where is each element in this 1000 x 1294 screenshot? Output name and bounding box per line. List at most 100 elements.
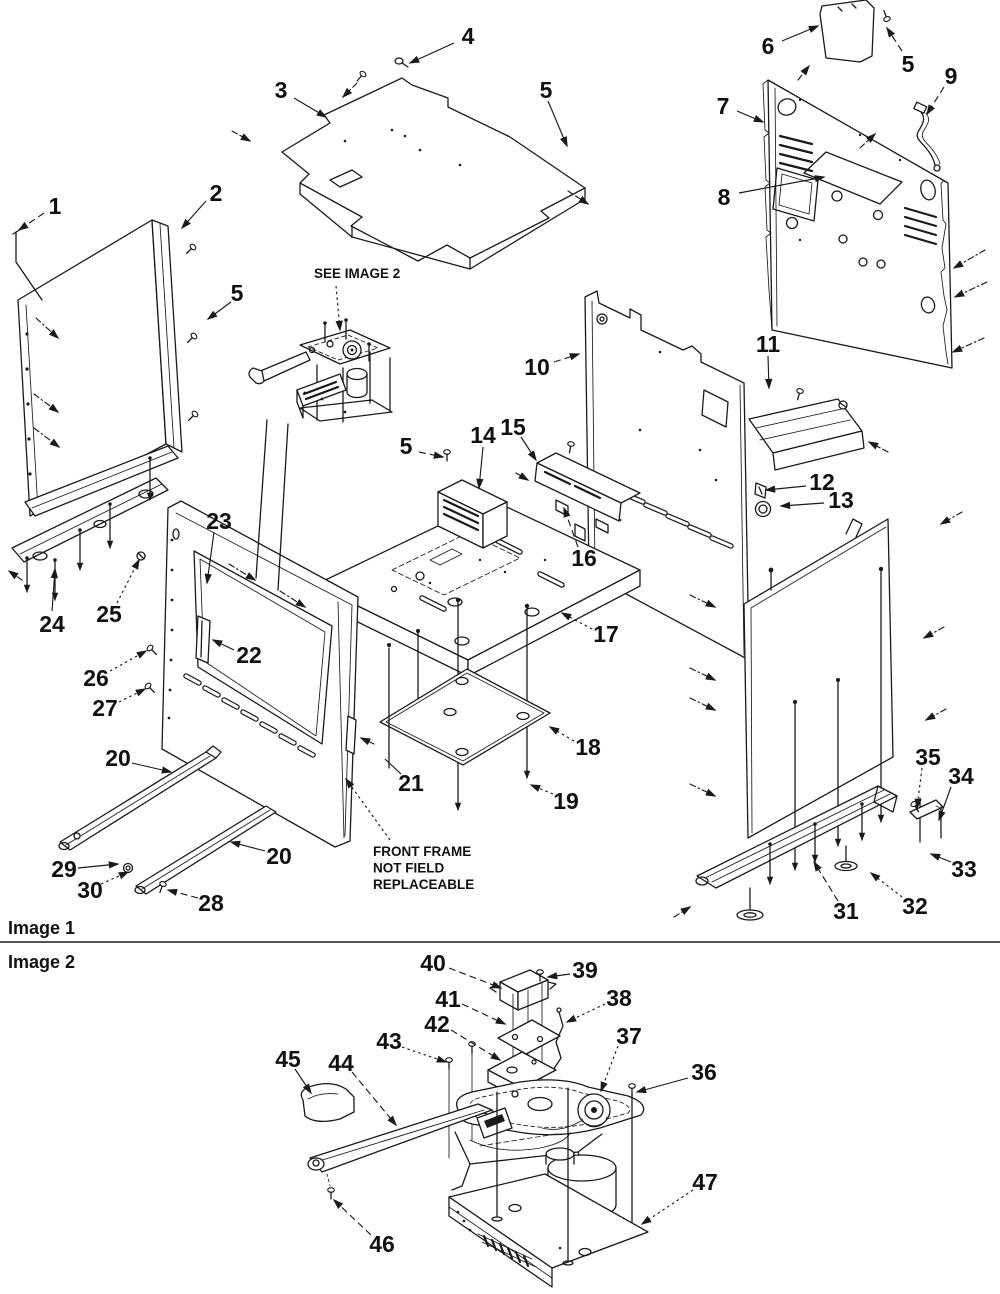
clip-and-grommet-drawing bbox=[754, 482, 772, 518]
part-callout-42: 42 bbox=[424, 1011, 450, 1037]
leader-line bbox=[765, 355, 773, 390]
leader-line bbox=[131, 762, 173, 774]
part-callout-36: 36 bbox=[691, 1059, 717, 1085]
leader-line bbox=[448, 967, 503, 989]
leader-line bbox=[563, 506, 579, 548]
part-callout-22: 22 bbox=[236, 642, 262, 668]
part-callout-46: 46 bbox=[369, 1231, 395, 1257]
leader-line bbox=[600, 1045, 619, 1093]
leader-line bbox=[461, 1003, 507, 1025]
part-callout-12: 12 bbox=[809, 469, 835, 495]
part-callout-8: 8 bbox=[718, 184, 731, 210]
part-callout-30: 30 bbox=[77, 877, 103, 903]
part-callout-15: 15 bbox=[500, 414, 526, 440]
leader-line bbox=[565, 1003, 606, 1023]
side-panel-left-drawing bbox=[12, 219, 200, 517]
base-rail-right-drawing bbox=[673, 785, 944, 921]
door-latch-mini-drawing bbox=[248, 318, 393, 591]
part-callout-34: 34 bbox=[948, 763, 974, 789]
part-callout-32: 32 bbox=[902, 893, 928, 919]
part-callout-6: 6 bbox=[762, 33, 775, 59]
leader-line bbox=[813, 860, 839, 902]
leader-line bbox=[294, 1068, 312, 1095]
leader-line bbox=[345, 777, 391, 841]
part-callout-40: 40 bbox=[420, 950, 446, 976]
leader-line bbox=[332, 1198, 372, 1236]
leader-line bbox=[635, 1077, 689, 1094]
part-callout-16: 16 bbox=[571, 545, 597, 571]
part-callout-37: 37 bbox=[616, 1023, 642, 1049]
side-shelf-drawing bbox=[748, 387, 889, 471]
part-callout-23: 23 bbox=[206, 508, 232, 534]
part-callout-3: 3 bbox=[275, 77, 288, 103]
part-callout-14: 14 bbox=[470, 422, 496, 448]
leader-line bbox=[926, 86, 945, 116]
part-callout-45: 45 bbox=[275, 1046, 301, 1072]
leader-line bbox=[869, 872, 903, 898]
see-image-2-note: SEE IMAGE 2 bbox=[314, 266, 400, 281]
part-callout-7: 7 bbox=[717, 93, 730, 119]
part-callout-9: 9 bbox=[945, 63, 958, 89]
leader-line bbox=[553, 353, 581, 363]
side-panel-right-drawing bbox=[689, 511, 963, 871]
part-callout-21: 21 bbox=[398, 770, 424, 796]
part-callout-33: 33 bbox=[951, 856, 977, 882]
part-callout-38: 38 bbox=[606, 985, 632, 1011]
part-callout-5: 5 bbox=[231, 280, 244, 306]
part-callout-20: 20 bbox=[266, 843, 292, 869]
part-callout-13: 13 bbox=[828, 487, 854, 513]
leader-line bbox=[17, 212, 45, 231]
part-callout-18: 18 bbox=[575, 734, 601, 760]
leader-line bbox=[180, 200, 207, 230]
part-callout-43: 43 bbox=[376, 1028, 402, 1054]
leader-line bbox=[206, 301, 232, 320]
part-callout-17: 17 bbox=[593, 621, 619, 647]
part-callout-5: 5 bbox=[902, 51, 915, 77]
leader-line bbox=[938, 786, 952, 822]
leader-line bbox=[929, 853, 952, 863]
leader-line bbox=[529, 784, 554, 795]
part-callout-27: 27 bbox=[92, 695, 118, 721]
part-callout-2: 2 bbox=[210, 180, 223, 206]
part-callout-25: 25 bbox=[96, 601, 122, 627]
part-callout-39: 39 bbox=[572, 957, 598, 983]
oven-rack-rails-drawing bbox=[58, 745, 277, 895]
leader-line bbox=[781, 25, 820, 42]
part-callout-24: 24 bbox=[39, 611, 65, 637]
leader-line bbox=[229, 840, 266, 852]
leader-line bbox=[476, 446, 484, 490]
leader-line bbox=[408, 42, 455, 64]
part-callout-28: 28 bbox=[198, 890, 224, 916]
leader-line bbox=[351, 1071, 398, 1127]
leader-line bbox=[401, 1046, 448, 1063]
part-callout-19: 19 bbox=[553, 788, 579, 814]
part-callout-4: 4 bbox=[462, 23, 475, 49]
leader-line bbox=[50, 567, 59, 612]
leader-line bbox=[640, 1189, 694, 1225]
door-latch-assembly-drawing bbox=[300, 969, 649, 1288]
part-callout-1: 1 bbox=[49, 193, 62, 219]
vent-duct-drawing bbox=[437, 449, 508, 549]
part-callout-31: 31 bbox=[833, 898, 859, 924]
leader-line bbox=[293, 97, 328, 118]
leader-line bbox=[886, 26, 903, 52]
part-callout-11: 11 bbox=[756, 331, 781, 357]
leader-line bbox=[736, 110, 765, 123]
leader-line bbox=[548, 726, 575, 742]
section-label-image-1: Image 1 bbox=[8, 918, 75, 938]
leader-line bbox=[116, 558, 140, 604]
leader-line bbox=[166, 888, 199, 899]
leader-line bbox=[779, 501, 825, 510]
support-bracket-drawing bbox=[515, 440, 641, 534]
leader-line bbox=[546, 972, 571, 980]
part-callout-29: 29 bbox=[51, 856, 77, 882]
section-label-image-2: Image 2 bbox=[8, 952, 75, 972]
leader-line bbox=[211, 639, 235, 651]
part-callout-41: 41 bbox=[435, 986, 461, 1012]
part-callout-10: 10 bbox=[524, 354, 550, 380]
leader-line bbox=[738, 175, 826, 194]
part-callout-5: 5 bbox=[400, 433, 413, 459]
base-mounting-bolts-drawing bbox=[414, 597, 531, 811]
